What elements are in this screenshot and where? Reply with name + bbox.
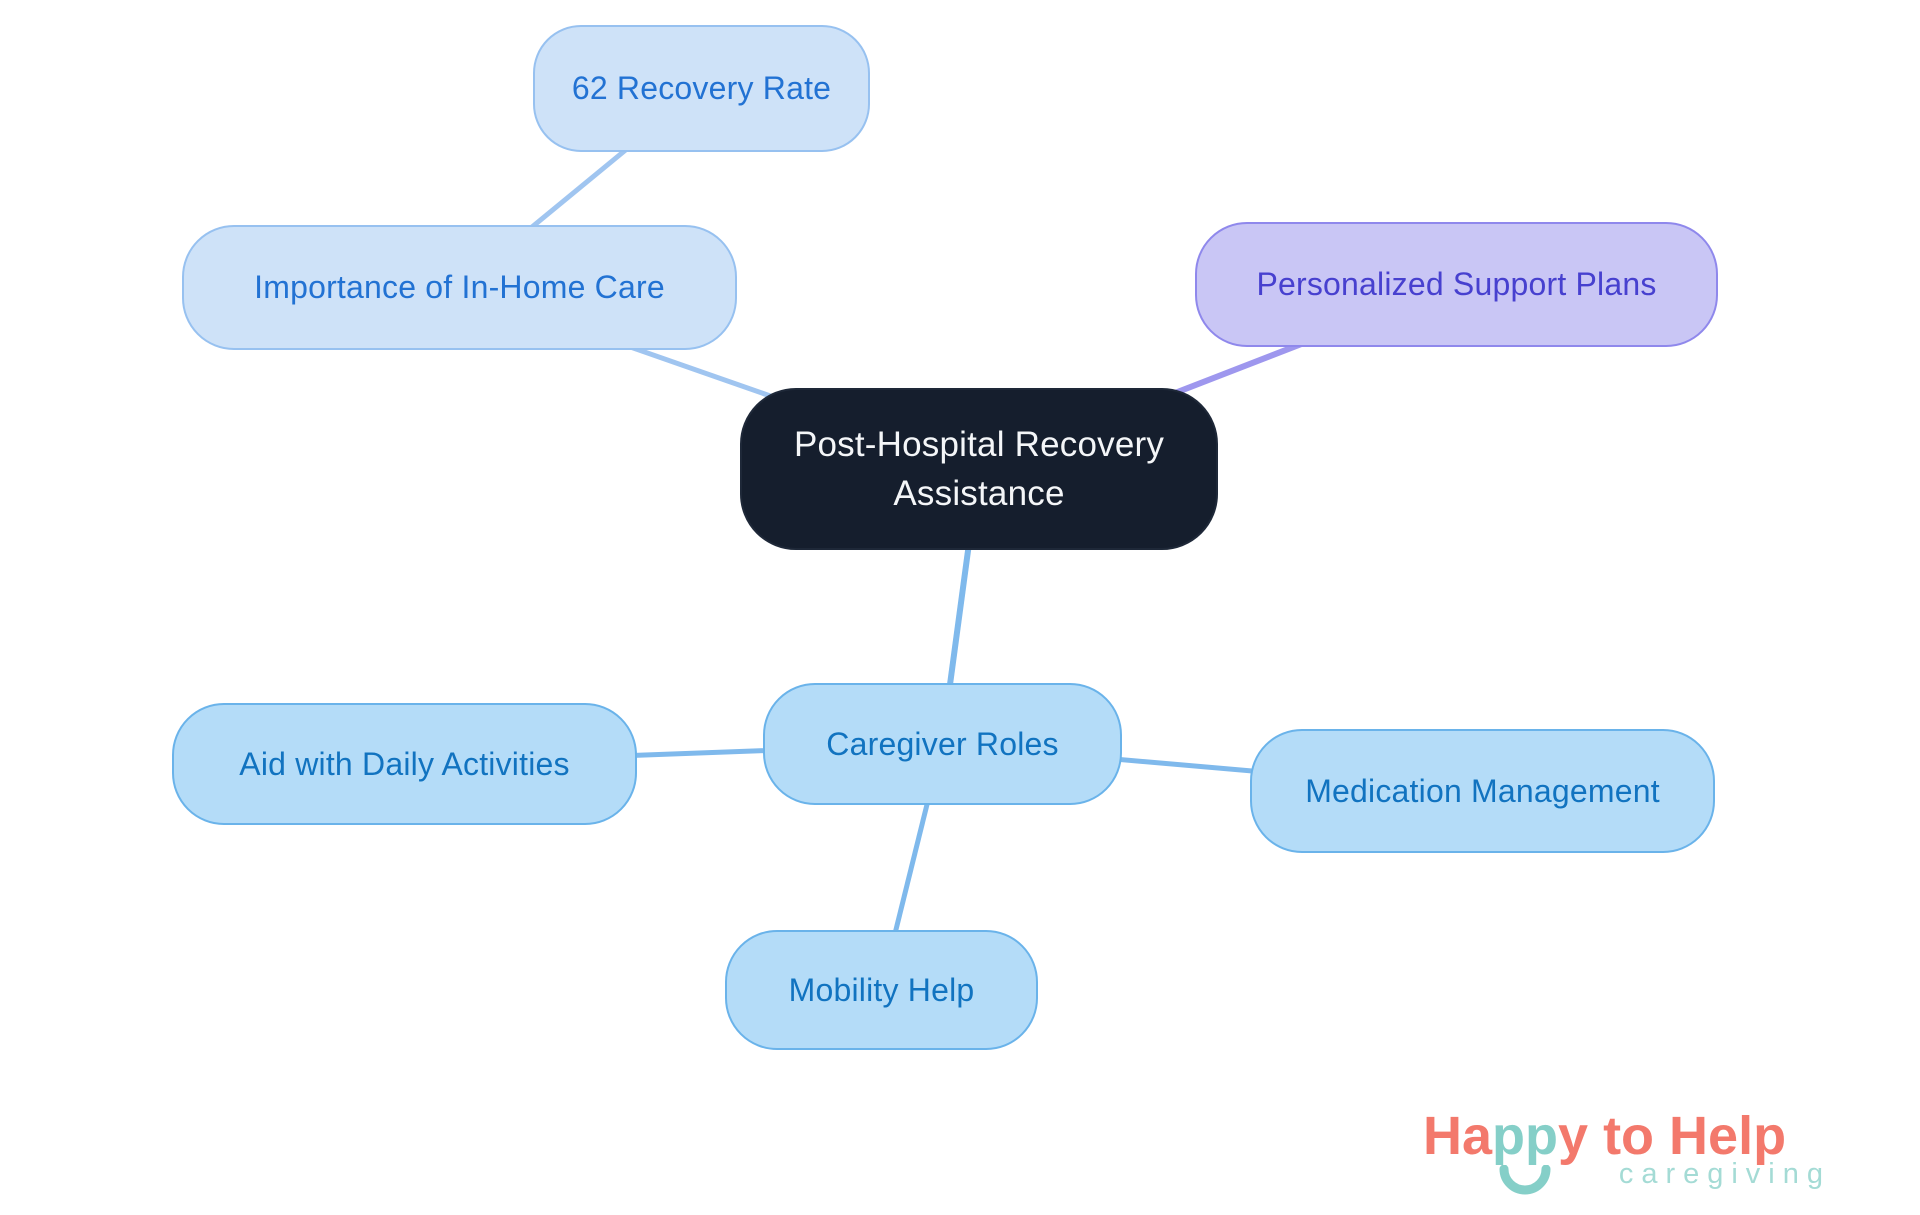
node-label: Mobility Help [788, 971, 975, 1008]
node-62-recovery-rate: 62 Recovery Rate [533, 25, 870, 152]
node-aid-with-daily-activities: Aid with Daily Activities [172, 703, 637, 825]
node-label: Aid with Daily Activities [239, 745, 570, 782]
node-mobility-help: Mobility Help [725, 930, 1038, 1050]
logo-text-coral: y [1558, 1106, 1589, 1166]
node-label: Importance of In-Home Care [254, 269, 665, 305]
node-medication-management: Medication Management [1250, 729, 1715, 853]
node-label: 62 Recovery Rate [571, 70, 832, 106]
logo-tagline: caregiving [1618, 1158, 1831, 1191]
node-central-post-hospital-recovery-assistance: Post-Hospital Recovery Assistance [740, 388, 1218, 550]
logo-text-coral: to [1588, 1106, 1670, 1166]
node-personalized-support-plans: Personalized Support Plans [1195, 222, 1718, 347]
smile-icon [1499, 1165, 1551, 1195]
node-importance-of-in-home-care: Importance of In-Home Care [182, 225, 737, 350]
logo-text-coral: Ha [1423, 1106, 1493, 1166]
node-label: Caregiver Roles [826, 725, 1059, 762]
logo-text-teal-pp: pp [1492, 1106, 1558, 1195]
node-label: Medication Management [1305, 772, 1660, 809]
node-caregiver-roles: Caregiver Roles [763, 683, 1122, 805]
node-label: Personalized Support Plans [1256, 266, 1657, 302]
node-label: Post-Hospital Recovery Assistance [793, 425, 1165, 513]
logo-text-coral: Help [1669, 1106, 1787, 1166]
